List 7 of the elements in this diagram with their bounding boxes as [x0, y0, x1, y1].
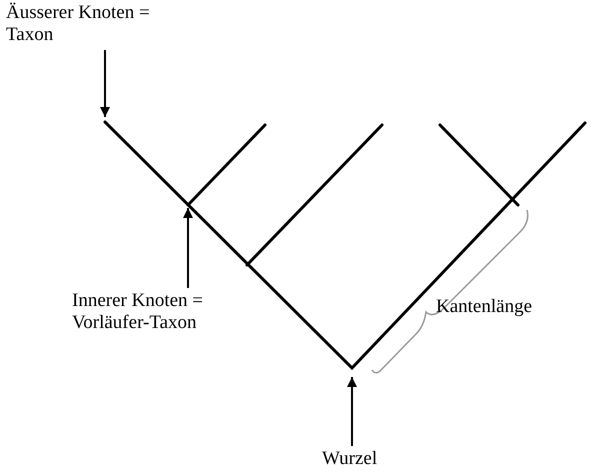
node-label: Wurzel: [322, 448, 402, 470]
arrow: [347, 377, 357, 446]
arrow: [183, 208, 193, 288]
arrow: [100, 50, 110, 117]
node-label: Innerer Knoten = Vorläufer-Taxon: [72, 290, 242, 334]
node-label: Äusserer Knoten = Taxon: [6, 2, 181, 46]
branch-length-label: Kantenlänge: [436, 296, 532, 318]
